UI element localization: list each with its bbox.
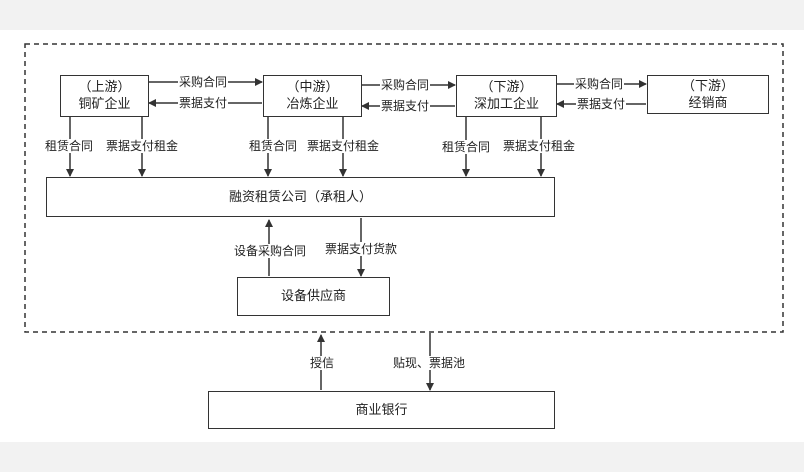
distributor-name: 经销商 (688, 95, 728, 111)
leasing-company-name: 融资租赁公司（承租人） (228, 189, 372, 205)
deep-processing-tier: （下游） (480, 80, 533, 95)
label-goods-payment: 票据支付货款 (324, 242, 399, 256)
deep-processing-name: 深加工企业 (473, 97, 539, 112)
label-discount: 贴现、票据池 (392, 356, 467, 370)
copper-mine-name: 铜矿企业 (78, 97, 131, 112)
smelter-box: （中游） 冶炼企业 (263, 75, 362, 117)
label-bill-3: 票据支付 (576, 97, 627, 111)
label-bill-1: 票据支付 (178, 96, 229, 110)
label-equipment-contract: 设备采购合同 (233, 244, 308, 258)
label-lease-2: 租赁合同 (248, 139, 299, 153)
commercial-bank-box: 商业银行 (208, 391, 555, 429)
commercial-bank-name: 商业银行 (355, 402, 408, 418)
smelter-tier: （中游） (286, 80, 339, 95)
dashed-boundary (24, 43, 784, 333)
equipment-supplier-box: 设备供应商 (237, 277, 390, 316)
deep-processing-box: （下游） 深加工企业 (456, 75, 557, 117)
label-rent-2: 票据支付租金 (306, 139, 381, 153)
label-purchase-3: 采购合同 (574, 77, 625, 91)
copper-mine-box: （上游） 铜矿企业 (60, 75, 149, 117)
distributor-box: （下游） 经销商 (647, 75, 769, 114)
distributor-tier: （下游） (681, 78, 734, 94)
label-rent-3: 票据支付租金 (502, 139, 577, 153)
label-purchase-2: 采购合同 (380, 78, 431, 92)
leasing-company-box: 融资租赁公司（承租人） (46, 177, 555, 217)
label-purchase-1: 采购合同 (178, 75, 229, 89)
label-lease-1: 租赁合同 (44, 139, 95, 153)
label-bill-2: 票据支付 (380, 99, 431, 113)
label-rent-1: 票据支付租金 (105, 139, 180, 153)
smelter-name: 冶炼企业 (286, 97, 339, 112)
equipment-supplier-name: 设备供应商 (280, 289, 346, 304)
label-lease-3: 租赁合同 (441, 140, 492, 154)
label-credit: 授信 (309, 356, 336, 370)
copper-mine-tier: （上游） (78, 80, 131, 95)
